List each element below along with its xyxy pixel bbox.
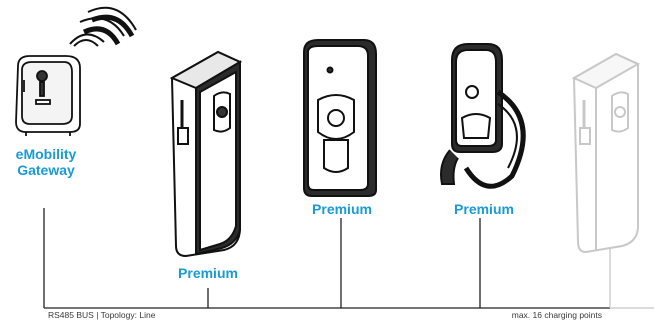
- station-label-3: Premium: [454, 201, 514, 217]
- gateway-label-line2: Gateway: [17, 162, 75, 178]
- wallbox-with-cable-icon: [440, 43, 526, 189]
- gateway-label: eMobility Gateway: [8, 146, 84, 178]
- bus-caption: RS485 BUS | Topology: Line: [48, 310, 156, 320]
- gateway-device-icon: [15, 55, 81, 136]
- wifi-icon: [69, 6, 137, 47]
- charging-pillar-faded-icon: [571, 52, 641, 254]
- gateway-label-line1: eMobility: [15, 146, 77, 162]
- charging-pillar-icon: [169, 50, 243, 258]
- station-label-2: Premium: [312, 201, 372, 217]
- wallbox-icon: [303, 39, 377, 197]
- max-points-caption: max. 16 charging points: [511, 310, 602, 320]
- bus-lines: [43, 208, 654, 309]
- station-label-1: Premium: [178, 265, 238, 281]
